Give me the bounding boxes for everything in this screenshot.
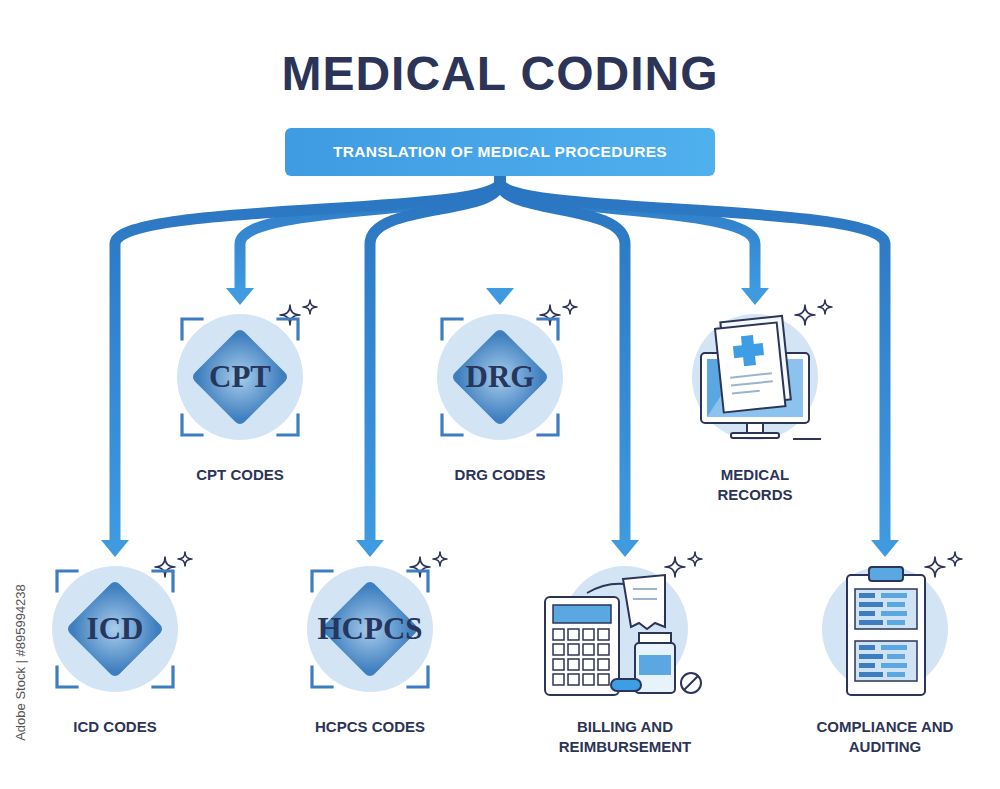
billing-icon [515, 557, 735, 697]
arrow-head [871, 540, 899, 557]
code-abbreviation: HCPCS [260, 611, 480, 647]
icon-node: ICDICD CODES [5, 557, 225, 697]
category-label: HCPCS CODES [280, 717, 460, 737]
icon-node: BILLING AND REIMBURSEMENT [515, 557, 735, 697]
category-label: ICD CODES [25, 717, 205, 737]
icon-node: COMPLIANCE AND AUDITING [775, 557, 995, 697]
icon-node: HCPCSHCPCS CODES [260, 557, 480, 697]
process-box: TRANSLATION OF MEDICAL PROCEDURES [285, 128, 715, 176]
code-abbreviation: ICD [5, 611, 225, 647]
arrow-head [101, 540, 129, 557]
arrow-head [356, 540, 384, 557]
diagram-title: MEDICAL CODING [0, 46, 1000, 101]
category-label: CPT CODES [150, 465, 330, 485]
records-icon [645, 305, 865, 445]
arrow-head [486, 288, 514, 305]
arrow-head [611, 540, 639, 557]
arrow-head [741, 288, 769, 305]
code-abbreviation: CPT [130, 359, 350, 395]
icon-node: CPTCPT CODES [130, 305, 350, 445]
category-label: BILLING AND REIMBURSEMENT [535, 717, 715, 757]
icon-node: MEDICAL RECORDS [645, 305, 865, 445]
category-label: DRG CODES [410, 465, 590, 485]
watermark: Adobe Stock | #895994238 [13, 573, 28, 753]
category-label: COMPLIANCE AND AUDITING [800, 717, 970, 757]
arrow-head [226, 288, 254, 305]
compliance-icon [775, 557, 995, 697]
category-label: MEDICAL RECORDS [695, 465, 815, 505]
code-abbreviation: DRG [390, 359, 610, 395]
box-label: TRANSLATION OF MEDICAL PROCEDURES [333, 143, 667, 161]
icon-node: DRGDRG CODES [390, 305, 610, 445]
